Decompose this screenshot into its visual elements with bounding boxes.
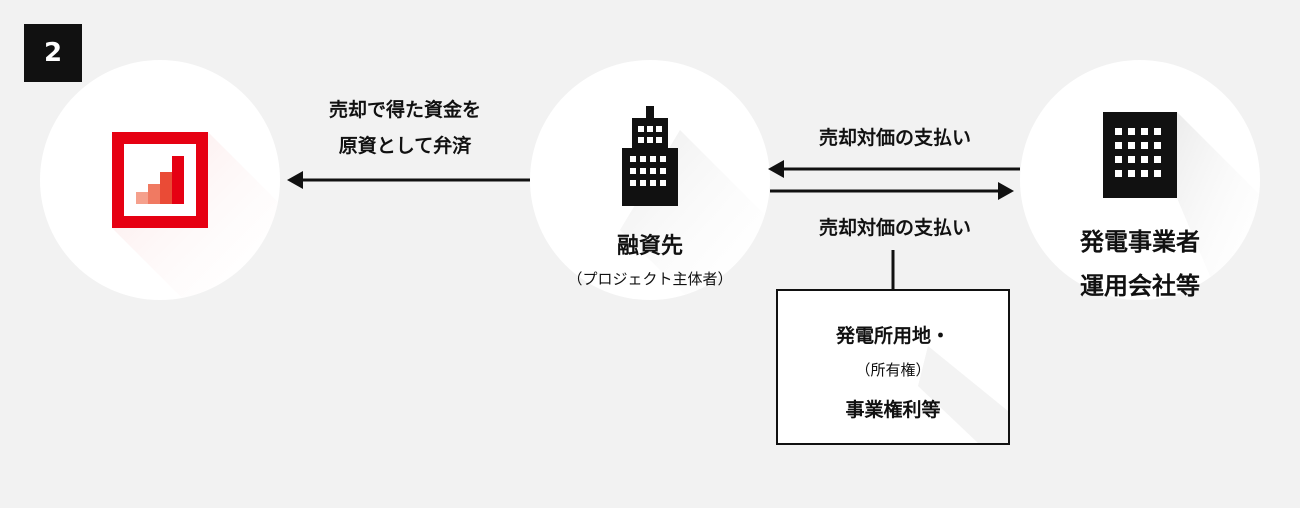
- operator-label-line1: 発電事業者: [1080, 228, 1200, 256]
- payment-to-sponsor-text: 売却対価の支払い: [818, 127, 971, 149]
- repayment-text-line1: 売却で得た資金を: [328, 99, 481, 121]
- payment-to-operator-text: 売却対価の支払い: [818, 217, 971, 239]
- asset-line2: （所有権）: [855, 361, 931, 379]
- office-building-icon: [1103, 112, 1177, 198]
- asset-line3: 事業権利等: [845, 399, 941, 421]
- operator-label-line2: 運用会社等: [1080, 272, 1200, 300]
- asset-box-shadow: [918, 346, 1008, 443]
- sponsor-subtitle: （プロジェクト主体者）: [567, 270, 733, 288]
- payment-to-operator-arrowhead: [998, 182, 1014, 200]
- repayment-text-line2: 原資として弁済: [338, 135, 472, 157]
- sponsor-name: 融資先: [616, 234, 683, 259]
- office-tower-icon: [622, 106, 678, 206]
- payment-to-sponsor-arrowhead: [768, 160, 784, 178]
- repayment-arrowhead: [287, 171, 303, 189]
- asset-line1: 発電所用地・: [835, 325, 950, 347]
- asset-box: 発電所用地・ （所有権） 事業権利等: [776, 289, 1010, 445]
- bank-logo-icon: [112, 132, 208, 228]
- operator-long-shadow: [1177, 112, 1260, 300]
- step-badge: 2: [24, 24, 82, 82]
